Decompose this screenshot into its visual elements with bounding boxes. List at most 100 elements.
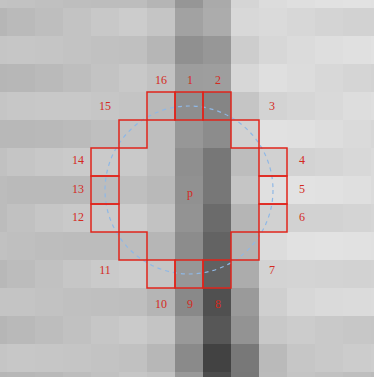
pixel — [203, 344, 232, 373]
pixel — [175, 8, 204, 37]
pixel — [91, 204, 120, 233]
pixel — [147, 36, 176, 65]
pixel — [343, 260, 372, 289]
pixel — [343, 148, 372, 177]
pixel — [315, 232, 344, 261]
pixel — [259, 92, 288, 121]
pixel — [119, 372, 148, 377]
pixel — [119, 36, 148, 65]
pixel — [7, 316, 36, 345]
pixel — [91, 36, 120, 65]
pixel — [371, 176, 374, 205]
pixel — [0, 316, 8, 345]
pixel — [315, 176, 344, 205]
pixel — [0, 0, 8, 9]
pixel — [0, 8, 8, 37]
pixel — [203, 176, 232, 205]
pixel — [315, 260, 344, 289]
pixel — [231, 372, 260, 377]
pixel — [203, 120, 232, 149]
pixel — [371, 8, 374, 37]
pixel — [63, 232, 92, 261]
pixel — [231, 120, 260, 149]
pixel — [175, 64, 204, 93]
callout-number: 12 — [72, 210, 84, 224]
pixel — [35, 64, 64, 93]
pixel — [119, 316, 148, 345]
pixel — [287, 120, 316, 149]
pixel — [343, 36, 372, 65]
pixel — [119, 0, 148, 9]
pixel — [91, 372, 120, 377]
callout-number: 8 — [215, 297, 221, 311]
pixel — [0, 372, 8, 377]
pixel-outline — [175, 260, 203, 288]
callout-number: 1 — [187, 73, 193, 87]
pixel — [7, 232, 36, 261]
pixel — [91, 148, 120, 177]
callout-number: 10 — [155, 297, 167, 311]
pixel — [147, 0, 176, 9]
pixel — [119, 8, 148, 37]
pixel — [147, 232, 176, 261]
pixel — [287, 288, 316, 317]
pixel-outline — [147, 92, 175, 120]
pixel — [0, 148, 8, 177]
pixel — [63, 176, 92, 205]
pixel — [287, 372, 316, 377]
pixel — [259, 0, 288, 9]
callout-number: 15 — [99, 99, 111, 113]
pixel — [315, 344, 344, 373]
pixel — [147, 120, 176, 149]
pixel — [259, 372, 288, 377]
pixel — [231, 8, 260, 37]
callout-number: 2 — [215, 73, 221, 87]
pixel — [63, 344, 92, 373]
pixel — [63, 260, 92, 289]
pixel — [91, 92, 120, 121]
pixel — [287, 148, 316, 177]
pixel — [259, 204, 288, 233]
pixel — [315, 148, 344, 177]
pixel — [63, 148, 92, 177]
pixel — [231, 232, 260, 261]
pixel — [175, 120, 204, 149]
pixel — [91, 0, 120, 9]
pixel — [119, 344, 148, 373]
pixel — [175, 288, 204, 317]
callout-number: 16 — [155, 73, 167, 87]
pixel — [371, 260, 374, 289]
pixel — [147, 204, 176, 233]
pixel — [147, 64, 176, 93]
pixel — [315, 204, 344, 233]
pixel — [371, 316, 374, 345]
pixel — [91, 232, 120, 261]
pixel — [91, 8, 120, 37]
pixel-outline — [231, 232, 259, 260]
pixel — [315, 0, 344, 9]
pixel-outline — [259, 176, 287, 204]
pixel — [35, 260, 64, 289]
pixel — [259, 36, 288, 65]
pixel — [63, 36, 92, 65]
pixel — [35, 344, 64, 373]
pixel — [0, 260, 8, 289]
pixel — [0, 204, 8, 233]
pixel — [343, 204, 372, 233]
callout-number: 4 — [299, 153, 305, 167]
pixel — [371, 120, 374, 149]
pixel — [175, 176, 204, 205]
pixel — [63, 64, 92, 93]
pixel-outline — [119, 120, 147, 148]
pixel — [35, 372, 64, 377]
pixel — [203, 92, 232, 121]
pixel — [91, 344, 120, 373]
pixel — [147, 92, 176, 121]
pixel — [231, 148, 260, 177]
pixel — [287, 260, 316, 289]
pixel — [371, 232, 374, 261]
pixel — [91, 316, 120, 345]
callout-number: 3 — [269, 99, 275, 113]
